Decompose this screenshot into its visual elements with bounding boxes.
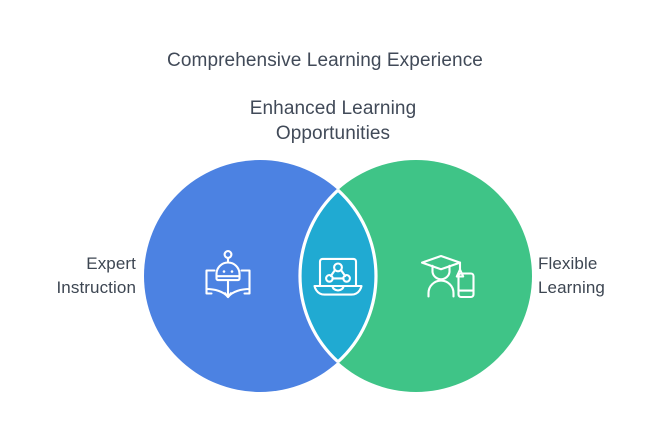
network-node-bottom-right [342, 274, 351, 283]
intersection-lens[interactable] [300, 160, 532, 392]
laptop-base [313, 284, 363, 296]
lens-border-left-arc [300, 160, 378, 392]
left-set-label-line-2: Instruction [56, 278, 136, 297]
intersection-label: Enhanced Learning Opportunities [183, 96, 483, 146]
laptop-base-notch [331, 284, 345, 292]
network-node-top [333, 262, 343, 273]
network-node-bottom-left [325, 274, 334, 283]
robot-antenna-bulb [223, 250, 233, 259]
laptop-screen [318, 257, 358, 288]
robot-head-dome [215, 261, 241, 282]
phone-body [457, 272, 475, 299]
mortarboard-band [431, 264, 451, 281]
mortarboard-plate [420, 254, 462, 271]
robot-eye-left [222, 270, 226, 273]
laptop-network-icon [307, 245, 369, 307]
book-left-cover [205, 269, 216, 295]
lens-border-right-group [298, 160, 376, 392]
lens-border-right-arc [298, 160, 376, 392]
right-set-label-line-1: Flexible [538, 254, 598, 273]
intersection-lens-group [300, 160, 532, 392]
person-shoulders [427, 279, 455, 298]
book-spine-arrow-head [223, 292, 233, 299]
book-right-cover [240, 269, 251, 295]
intersection-label-line-2: Opportunities [275, 123, 391, 144]
robot-eye-right [230, 270, 234, 273]
intersection-label-line-1: Enhanced Learning [249, 98, 417, 119]
page-title: Comprehensive Learning Experience [167, 50, 483, 71]
graduate-phone-icon [417, 245, 479, 307]
lens-border-left-group [300, 160, 378, 392]
right-set-label: Flexible Learning [538, 252, 650, 300]
left-set-label: Expert Instruction [0, 252, 136, 300]
right-set-label-line-2: Learning [538, 278, 605, 297]
robot-book-icon [197, 245, 259, 307]
left-set-label-line-1: Expert [86, 254, 136, 273]
